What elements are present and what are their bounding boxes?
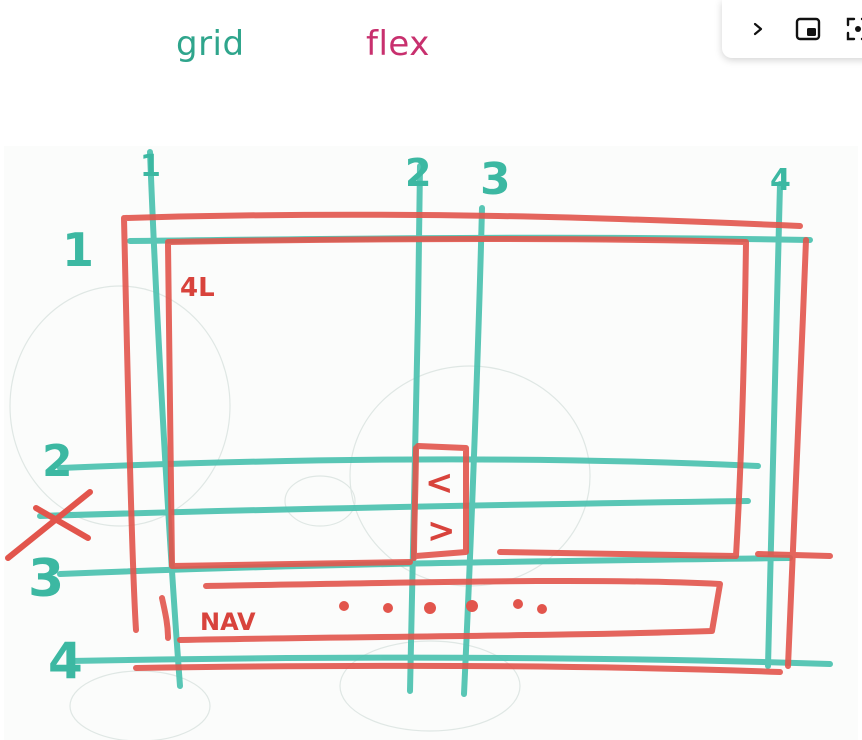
nav-dot [513, 599, 523, 609]
legend-grid-label: grid [176, 24, 245, 64]
row-number-1: 1 [62, 223, 94, 277]
whiteboard-photo: 1 2 3 4 1 2 3 4 [0, 146, 862, 740]
chevron-right-icon[interactable] [744, 15, 772, 43]
edge-tick [755, 551, 833, 559]
grid-row-line-2b [37, 498, 751, 519]
nav-label: NAV [200, 608, 256, 636]
page-container-outline [121, 211, 809, 675]
flex-lines [121, 211, 833, 675]
column-number-4: 4 [770, 163, 791, 198]
layout-sketch: 1 2 3 4 1 2 3 4 [5, 149, 833, 740]
slider-next-arrow: > [427, 511, 456, 551]
row-number-3: 3 [28, 549, 64, 609]
image-toolbar [722, 0, 862, 58]
row-number-4: 4 [48, 632, 83, 690]
grid-row-line-4 [67, 654, 833, 667]
picture-in-picture-icon[interactable] [794, 15, 822, 43]
nav-dot [383, 603, 393, 613]
column-number-1: 1 [140, 149, 161, 184]
eraser-smudges [9, 285, 591, 740]
slider-arrows: < > [425, 463, 456, 551]
hero-box-outline [165, 236, 749, 569]
fullscreen-icon[interactable] [844, 15, 862, 43]
nav-dot [339, 601, 349, 611]
grid-column-line-2 [407, 163, 423, 694]
nav-dot [537, 604, 547, 614]
grid-row-line-3 [57, 555, 793, 577]
slider-prev-arrow: < [425, 463, 454, 503]
slider-control-box [411, 443, 469, 561]
crossed-out-row-marker [5, 489, 93, 561]
nav-bar-outline [159, 577, 723, 643]
nav-dots [339, 599, 547, 614]
grid-lines [37, 149, 833, 697]
grid-column-line-4 [765, 181, 783, 669]
nav-dot [424, 602, 436, 614]
column-number-3: 3 [480, 154, 511, 205]
hero-label: 4L [180, 273, 215, 303]
nav-dot [466, 600, 478, 612]
column-number-2: 2 [405, 151, 431, 195]
row-number-2: 2 [42, 436, 73, 487]
grid-numbers: 1 2 3 4 1 2 3 4 [28, 149, 791, 690]
legend-flex-label: flex [366, 24, 430, 64]
